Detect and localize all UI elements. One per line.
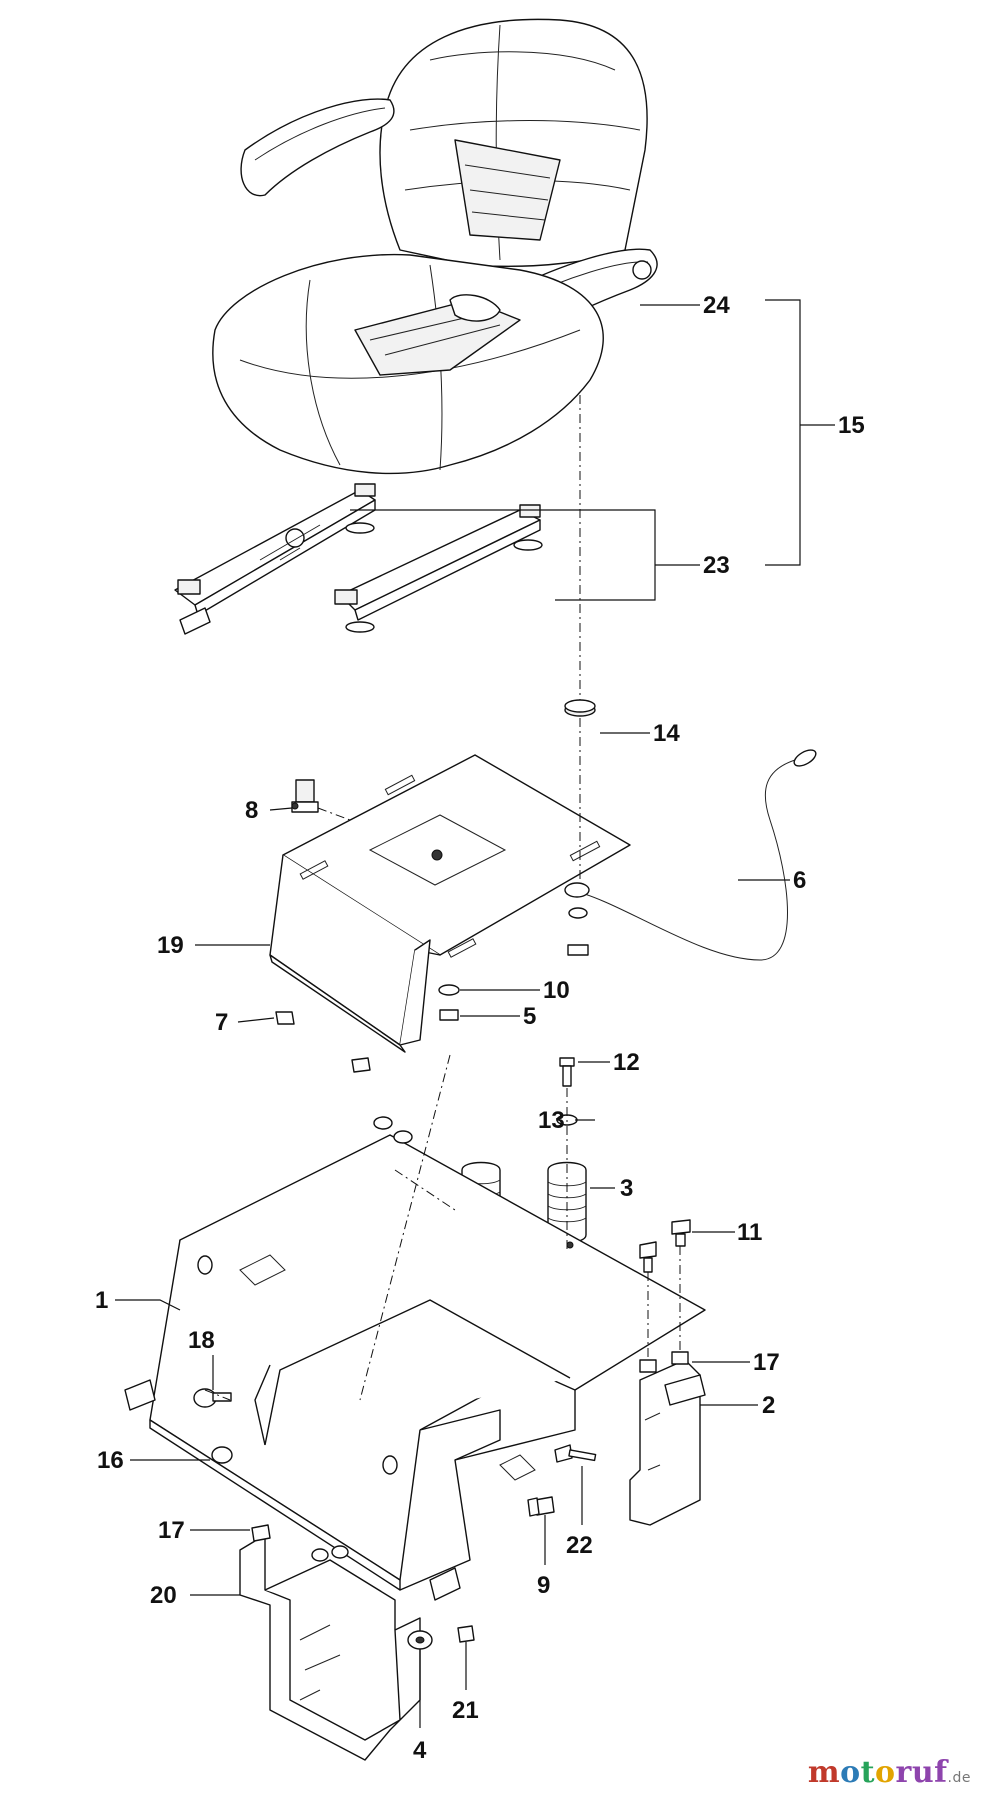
callout-7: 7 — [215, 1009, 228, 1036]
callout-4: 4 — [413, 1737, 427, 1764]
callout-8: 8 — [245, 797, 258, 824]
callout-19: 19 — [157, 932, 184, 959]
callout-11: 11 — [737, 1219, 762, 1246]
callout-9: 9 — [537, 1572, 550, 1599]
callout-20: 20 — [150, 1582, 177, 1609]
callout-18: 18 — [188, 1327, 215, 1354]
callout-22: 22 — [566, 1532, 593, 1559]
callout-10: 10 — [543, 977, 570, 1004]
side-bracket — [629, 1219, 706, 1526]
callout-23: 23 — [703, 552, 730, 579]
callout-5: 5 — [523, 1003, 536, 1030]
seat-cable — [564, 749, 817, 961]
callout-14: 14 — [653, 720, 680, 747]
motoruf-logo: motoruf.de — [807, 1755, 971, 1790]
callout-2: 2 — [762, 1392, 775, 1419]
base-fasteners — [193, 1388, 597, 1517]
callout-17-lower: 17 — [158, 1517, 185, 1544]
callout-24: 24 — [703, 292, 730, 319]
callout-13: 13 — [538, 1107, 565, 1134]
callout-1: 1 — [95, 1287, 108, 1314]
seat-pan — [269, 754, 631, 1053]
callout-17-upper: 17 — [753, 1349, 780, 1376]
callout-16: 16 — [97, 1447, 124, 1474]
seat-assembly — [212, 18, 658, 475]
seat-slide-rails — [174, 483, 543, 635]
callout-21: 21 — [452, 1697, 479, 1724]
callout-12: 12 — [613, 1049, 640, 1076]
leader-lines — [115, 299, 835, 1728]
assembly-lines — [204, 395, 681, 1401]
callout-6: 6 — [793, 867, 806, 894]
callout-labels: 24 15 23 14 8 6 19 10 7 5 12 13 3 11 1 1… — [95, 292, 865, 1764]
lower-bracket — [239, 1524, 475, 1761]
callout-15: 15 — [838, 412, 865, 439]
callout-3: 3 — [620, 1175, 633, 1202]
pan-hardware — [275, 907, 589, 1073]
